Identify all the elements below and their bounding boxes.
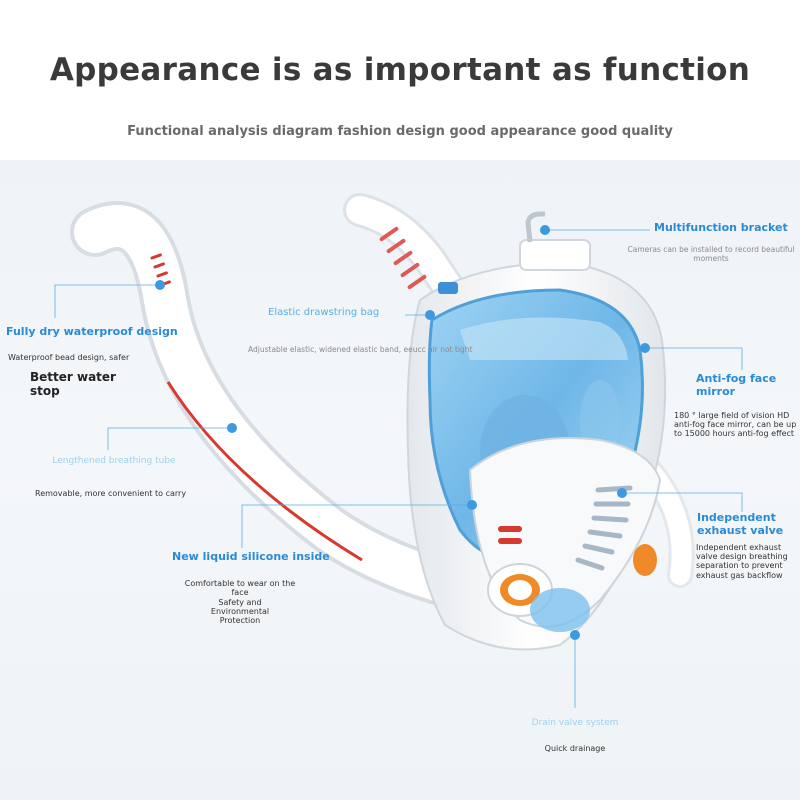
page-title: Appearance is as important as function xyxy=(49,52,751,88)
tube-vent-slots xyxy=(150,253,171,287)
lengthened-tube-title: Lengthened breathing tube xyxy=(52,456,176,466)
red-vent-marks xyxy=(498,526,522,544)
bracket-desc: Cameras can be installed to record beaut… xyxy=(627,245,795,263)
exhaust-cover xyxy=(468,437,662,632)
page-subtitle: Functional analysis diagram fashion desi… xyxy=(127,124,673,139)
anti-fog-title: Anti-fog face mirror xyxy=(696,372,777,398)
callout-dots xyxy=(155,225,650,640)
callout-dot-icon xyxy=(155,280,165,290)
fully-dry-title: Fully dry waterproof design xyxy=(6,325,178,338)
drain-valve-desc: Quick drainage xyxy=(544,744,606,753)
lengthened-tube-desc: Removable, more convenient to carry xyxy=(35,489,187,498)
callout-dot-icon xyxy=(617,488,627,498)
liquid-silicone-desc-1: Comfortable to wear on the face xyxy=(184,579,296,598)
exhaust-valve-desc: Independent exhaust valve design breathi… xyxy=(696,543,788,580)
exhaust-valve-title: Independent exhaust valve xyxy=(697,511,784,537)
bracket-title: Multifunction bracket xyxy=(654,221,788,234)
better-water-stop: Better water stop xyxy=(30,370,116,398)
liquid-silicone-desc-2: Safety and Environmental Protection xyxy=(210,598,270,626)
drain-valve-title: Drain valve system xyxy=(531,718,619,728)
callout-dot-icon xyxy=(570,630,580,640)
elastic-bag-title: Elastic drawstring bag xyxy=(268,307,380,318)
callout-dot-icon xyxy=(467,500,477,510)
elastic-bag-desc: Adjustable elastic, widened elastic band… xyxy=(248,345,473,354)
liquid-silicone-title: New liquid silicone inside xyxy=(172,550,330,563)
left-breathing-tube xyxy=(70,201,480,610)
callout-dot-icon xyxy=(425,310,435,320)
callout-dot-icon xyxy=(540,225,550,235)
header: Appearance is as important as function F… xyxy=(0,0,800,160)
anti-fog-desc: 180 ° large field of vision HD anti-fog … xyxy=(674,411,797,439)
callout-dot-icon xyxy=(640,343,650,353)
multifunction-bracket xyxy=(438,211,591,294)
fully-dry-desc: Waterproof bead design, safer xyxy=(8,353,130,362)
callout-lines xyxy=(54,229,743,708)
top-snorkel xyxy=(343,193,467,307)
callout-dot-icon xyxy=(227,423,237,433)
